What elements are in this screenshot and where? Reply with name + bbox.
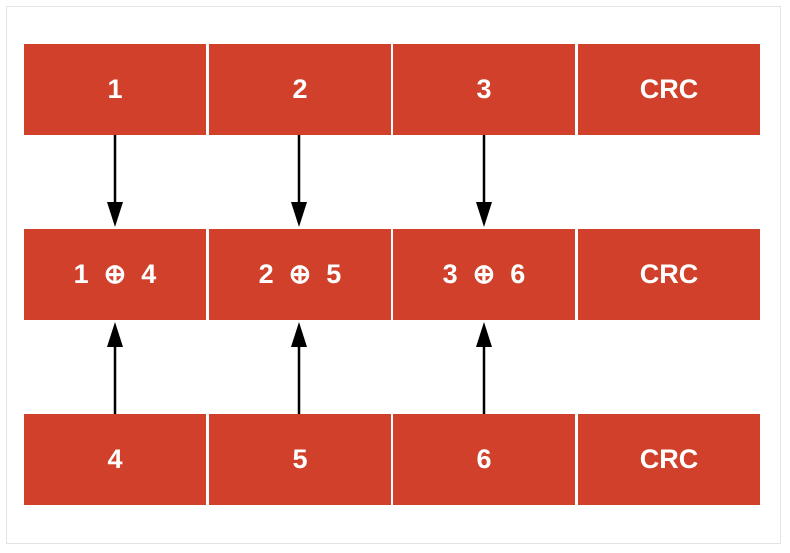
xor-block-2-5: 2 ⊕ 5 [209,229,391,320]
bottom-block-4: 4 [24,414,206,505]
bottom-block-6: 6 [393,414,575,505]
xor-block-1-4: 1 ⊕ 4 [24,229,206,320]
bottom-block-5: 5 [209,414,391,505]
middle-block-crc: CRC [578,229,760,320]
top-block-3: 3 [393,44,575,135]
top-block-1: 1 [24,44,206,135]
top-block-crc: CRC [578,44,760,135]
xor-block-3-6: 3 ⊕ 6 [393,229,575,320]
top-block-2: 2 [209,44,391,135]
bottom-block-crc: CRC [578,414,760,505]
